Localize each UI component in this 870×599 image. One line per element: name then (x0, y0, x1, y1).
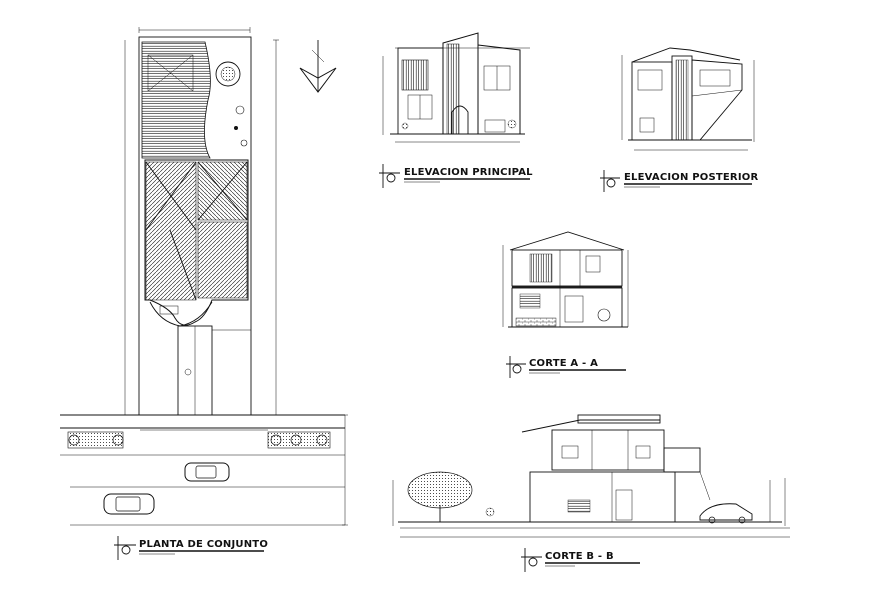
title-symbol-icon (600, 170, 620, 192)
car-icon (184, 462, 230, 482)
section-a-a: CORTE A - A (502, 231, 629, 378)
section-b-b: CORTE B - B (392, 414, 790, 572)
title-symbol-icon (379, 164, 400, 188)
tree-icon (401, 119, 517, 130)
car-icon (103, 493, 155, 515)
rear-elevation: ELEVACION POSTERIOR (600, 47, 758, 192)
section-b-title: CORTE B - B (545, 551, 614, 562)
title-symbol-icon (521, 548, 542, 572)
title-symbol-icon (506, 356, 526, 378)
section-a-title: CORTE A - A (529, 358, 598, 369)
north-arrow-icon (299, 40, 337, 93)
tree-icon (215, 61, 248, 147)
front-elevation: ELEVACION PRINCIPAL (379, 32, 533, 188)
tree-icon (67, 431, 331, 449)
front-elevation-title: ELEVACION PRINCIPAL (404, 167, 533, 178)
site-plan: PLANTA DE CONJUNTO (60, 27, 348, 560)
rear-elevation-title: ELEVACION POSTERIOR (624, 172, 758, 183)
title-symbol-icon (114, 536, 136, 560)
site-plan-title: PLANTA DE CONJUNTO (139, 539, 268, 550)
tree-icon (407, 471, 495, 522)
car-icon (699, 503, 753, 524)
